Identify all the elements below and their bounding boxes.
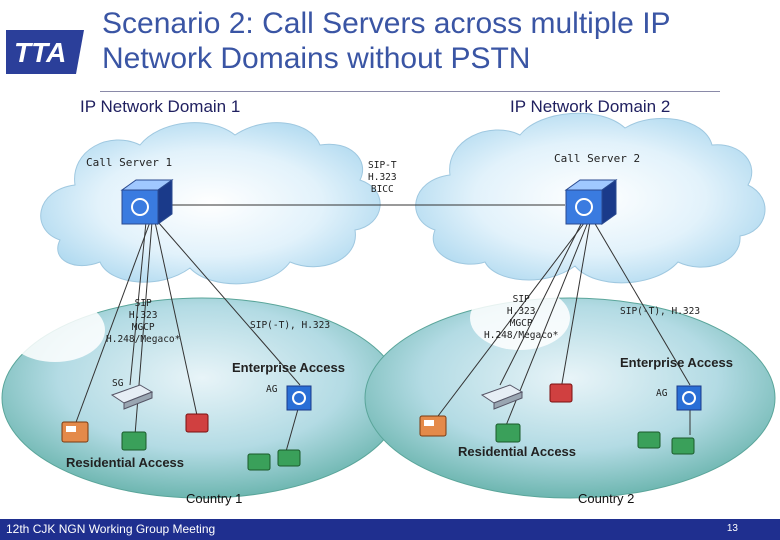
protocol-h323: H.323 (506, 306, 536, 317)
protocol-mgcp: MGCP (131, 322, 155, 333)
country-1-label: Country 1 (186, 491, 243, 506)
residential-access-label-2: Residential Access (458, 444, 577, 459)
protocol-sip: SIP (134, 298, 152, 309)
protocol-sip-t: SIP-T (368, 160, 397, 171)
ip-phone-icon (61, 421, 89, 443)
terminal-icon (121, 431, 147, 451)
cloud-domain-1 (40, 122, 381, 285)
connection-lines (74, 204, 691, 456)
terminal-icon-2 (495, 423, 521, 443)
residential-terminal-icon-2 (637, 431, 695, 455)
title-divider (100, 91, 720, 92)
country-2-label: Country 2 (578, 491, 635, 506)
left-link-label: SIP(-T), H.323 (250, 320, 331, 331)
domain-2-label: IP Network Domain 2 (510, 97, 671, 116)
call-server-1-icon (120, 179, 174, 225)
left-protocol-list: SIP H.323 MGCP H.248/Megaco* (106, 298, 180, 346)
page-title: Scenario 2: Call Servers across multiple… (102, 7, 671, 75)
page-number: 13 (726, 523, 738, 534)
call-server-2-label: Call Server 2 (554, 152, 641, 165)
protocol-h248: H.248/Megaco* (106, 334, 181, 345)
inter-server-protocols: SIP-T H.323 BICC (368, 160, 397, 196)
protocol-h323: H.323 (368, 172, 397, 183)
ag-label-2: AG (656, 388, 668, 399)
right-protocol-list: SIP H.323 MGCP H.248/Megaco* (484, 294, 558, 342)
protocol-h323: H.323 (128, 310, 158, 321)
domain-1-label: IP Network Domain 1 (80, 97, 241, 116)
svg-text:TTA: TTA (14, 37, 66, 68)
enterprise-access-label-2: Enterprise Access (620, 355, 733, 370)
phone-icon-2 (549, 383, 573, 403)
ag-box-icon-2 (676, 385, 702, 411)
residential-terminal-icon (247, 449, 301, 471)
phone-icon (185, 413, 209, 433)
right-link-label: SIP(-T), H.323 (620, 306, 701, 317)
ag-box-icon-1 (286, 385, 312, 411)
sg-label: SG (112, 378, 124, 389)
enterprise-access-label-1: Enterprise Access (232, 360, 345, 375)
protocol-sip: SIP (512, 294, 530, 305)
protocol-h248: H.248/Megaco* (484, 330, 559, 341)
footer-bar: 12th CJK NGN Working Group Meeting 13 (0, 519, 780, 540)
ip-phone-icon-2 (419, 415, 447, 437)
protocol-mgcp: MGCP (509, 318, 533, 329)
ag-label-1: AG (266, 384, 278, 395)
footer-meeting-title: 12th CJK NGN Working Group Meeting (6, 522, 216, 536)
tta-logo: TTA (6, 30, 84, 74)
call-server-1-label: Call Server 1 (86, 156, 173, 169)
residential-access-label-1: Residential Access (66, 455, 185, 470)
protocol-bicc: BICC (370, 184, 394, 195)
sg-device-icon (110, 384, 154, 410)
gateway-device-icon (480, 384, 524, 410)
call-server-2-icon (564, 179, 618, 225)
